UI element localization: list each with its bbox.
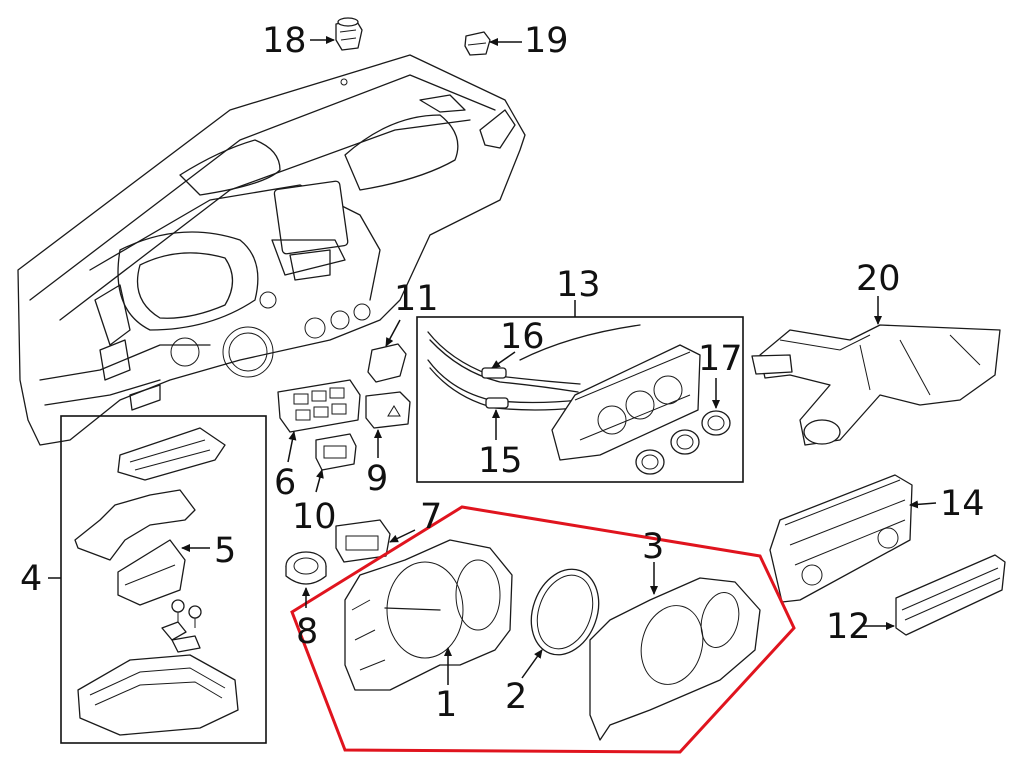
callout-17: 17 <box>698 339 743 379</box>
part-3-cluster-bezel <box>589 577 761 741</box>
part-14-control-panel <box>769 474 913 603</box>
part-17-knobs <box>635 410 731 475</box>
callout-19: 19 <box>524 21 569 61</box>
callout-12: 12 <box>826 607 871 647</box>
climate-cables <box>427 324 641 411</box>
callout-20: 20 <box>856 259 901 299</box>
callout-14: 14 <box>940 484 985 524</box>
callout-7: 7 <box>420 497 442 537</box>
glove-box-parts <box>74 427 239 736</box>
part-10-switch <box>315 433 357 471</box>
callout-5: 5 <box>214 531 236 571</box>
part-11-switch <box>367 343 407 383</box>
part-2-lens <box>530 568 600 656</box>
callout-18: 18 <box>262 21 307 61</box>
part-6-switch-panel <box>277 379 361 433</box>
part-20-duct <box>751 324 1001 446</box>
callout-10: 10 <box>292 497 337 537</box>
leader-lines <box>48 36 937 685</box>
part-19-clip <box>464 31 491 56</box>
climate-control-module <box>551 344 701 461</box>
part-7-switch <box>335 519 391 563</box>
part-13-group-box <box>416 316 744 483</box>
part-8-switch <box>285 551 327 585</box>
callout-6: 6 <box>274 463 296 503</box>
part-18-clip <box>335 17 363 51</box>
callout-1: 1 <box>435 685 457 725</box>
callout-9: 9 <box>366 459 388 499</box>
callout-3: 3 <box>642 527 664 567</box>
callout-8: 8 <box>296 612 318 652</box>
part-12-switch-strip <box>895 554 1006 636</box>
callout-2: 2 <box>505 677 527 717</box>
part-4-group-box <box>60 415 267 744</box>
dashboard-panel <box>17 54 526 446</box>
part-1-cluster-housing <box>344 539 513 691</box>
part-9-switch <box>365 391 411 429</box>
callout-15: 15 <box>478 441 523 481</box>
callout-11: 11 <box>394 279 439 319</box>
callout-4: 4 <box>20 559 42 599</box>
callout-13: 13 <box>556 265 601 305</box>
highlight-outline <box>290 505 796 754</box>
callout-16: 16 <box>500 317 545 357</box>
